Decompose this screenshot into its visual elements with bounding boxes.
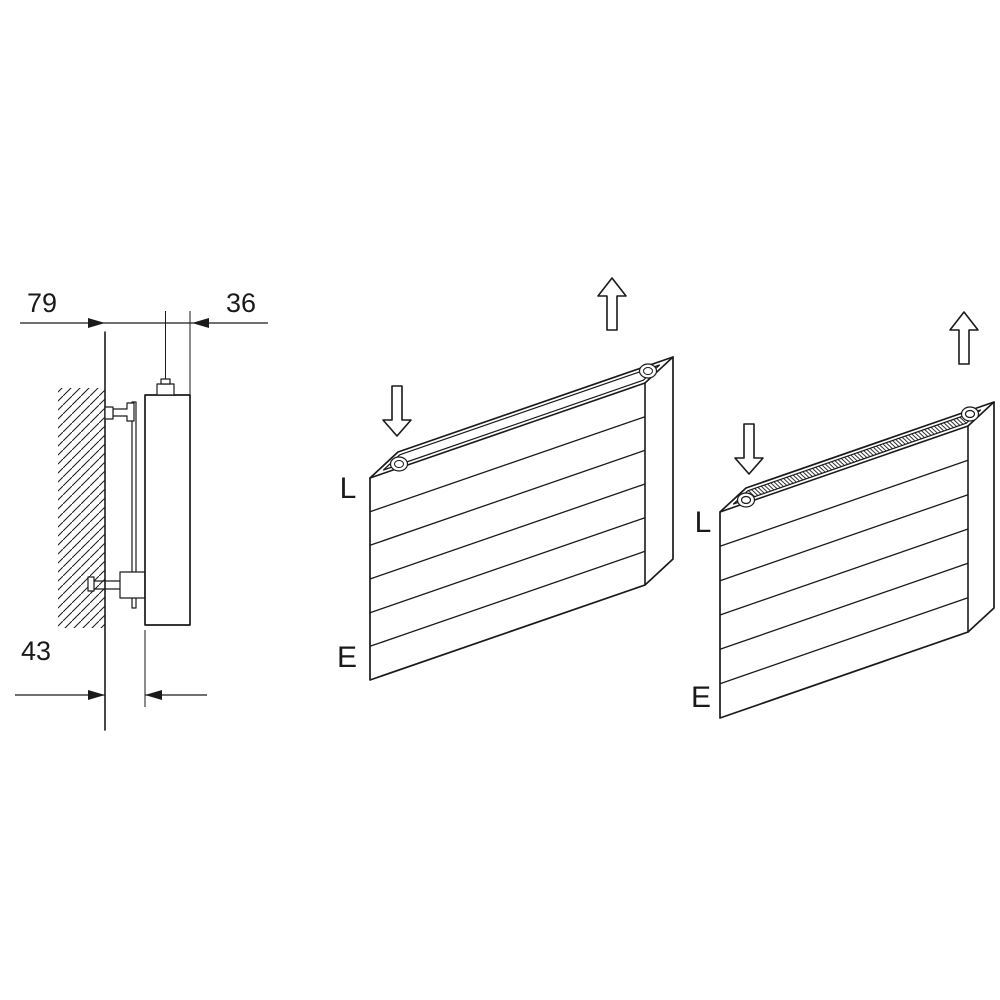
- radiator-grille-top-view: L E: [691, 311, 995, 719]
- radiator-panel-profile: [144, 394, 191, 626]
- connection-boss-left: [736, 492, 756, 508]
- flow-down-arrow-icon: [382, 385, 412, 437]
- mounting-rail: [131, 401, 137, 609]
- valve-cap: [160, 378, 171, 385]
- side-section-view: 79 36: [15, 288, 268, 731]
- top-right-edge: [644, 356, 674, 384]
- bottom-dimension-line: 43: [15, 630, 207, 707]
- radiator-body: [369, 356, 674, 681]
- port-label-E: E: [337, 641, 357, 674]
- dimension-label-36: 36: [226, 288, 256, 318]
- bolt-head: [87, 576, 95, 592]
- front-grooves: [719, 459, 969, 685]
- radiator-side-profile: [144, 378, 191, 626]
- flow-up-arrow-icon: [949, 311, 979, 365]
- connection-boss-right: [960, 406, 980, 422]
- wall-hatch: [58, 388, 105, 628]
- connection-boss-left: [389, 456, 409, 472]
- top-bracket-wall-plate: [104, 406, 114, 420]
- radiator-body: [719, 401, 995, 719]
- flow-up-arrow-icon: [597, 277, 627, 331]
- front-top-edge: [369, 382, 646, 479]
- wall: [58, 331, 106, 731]
- port-label-L: L: [695, 506, 712, 539]
- dimension-label-79: 79: [27, 288, 57, 318]
- front-top-edge: [719, 425, 969, 513]
- dim-arrow-left-icon: [192, 318, 209, 328]
- front-grooves: [369, 416, 646, 647]
- flow-down-arrow-icon: [734, 423, 764, 475]
- bottom-bracket-clip: [119, 571, 146, 599]
- dim-arrow-right-icon: [88, 318, 105, 328]
- top-dimension-line: 79 36: [20, 288, 268, 395]
- dimension-label-43: 43: [21, 636, 51, 666]
- valve-stub: [156, 383, 175, 396]
- mounting-brackets: [87, 401, 146, 609]
- dim-arrow-left-icon: [145, 690, 162, 700]
- port-label-L: L: [340, 472, 357, 505]
- port-label-E: E: [691, 681, 711, 714]
- top-bracket-clip: [112, 402, 135, 422]
- radiator-open-top-view: L E: [337, 277, 674, 681]
- connection-boss-right: [638, 363, 658, 379]
- dim-arrow-right-icon: [88, 690, 105, 700]
- top-right-edge: [967, 401, 995, 427]
